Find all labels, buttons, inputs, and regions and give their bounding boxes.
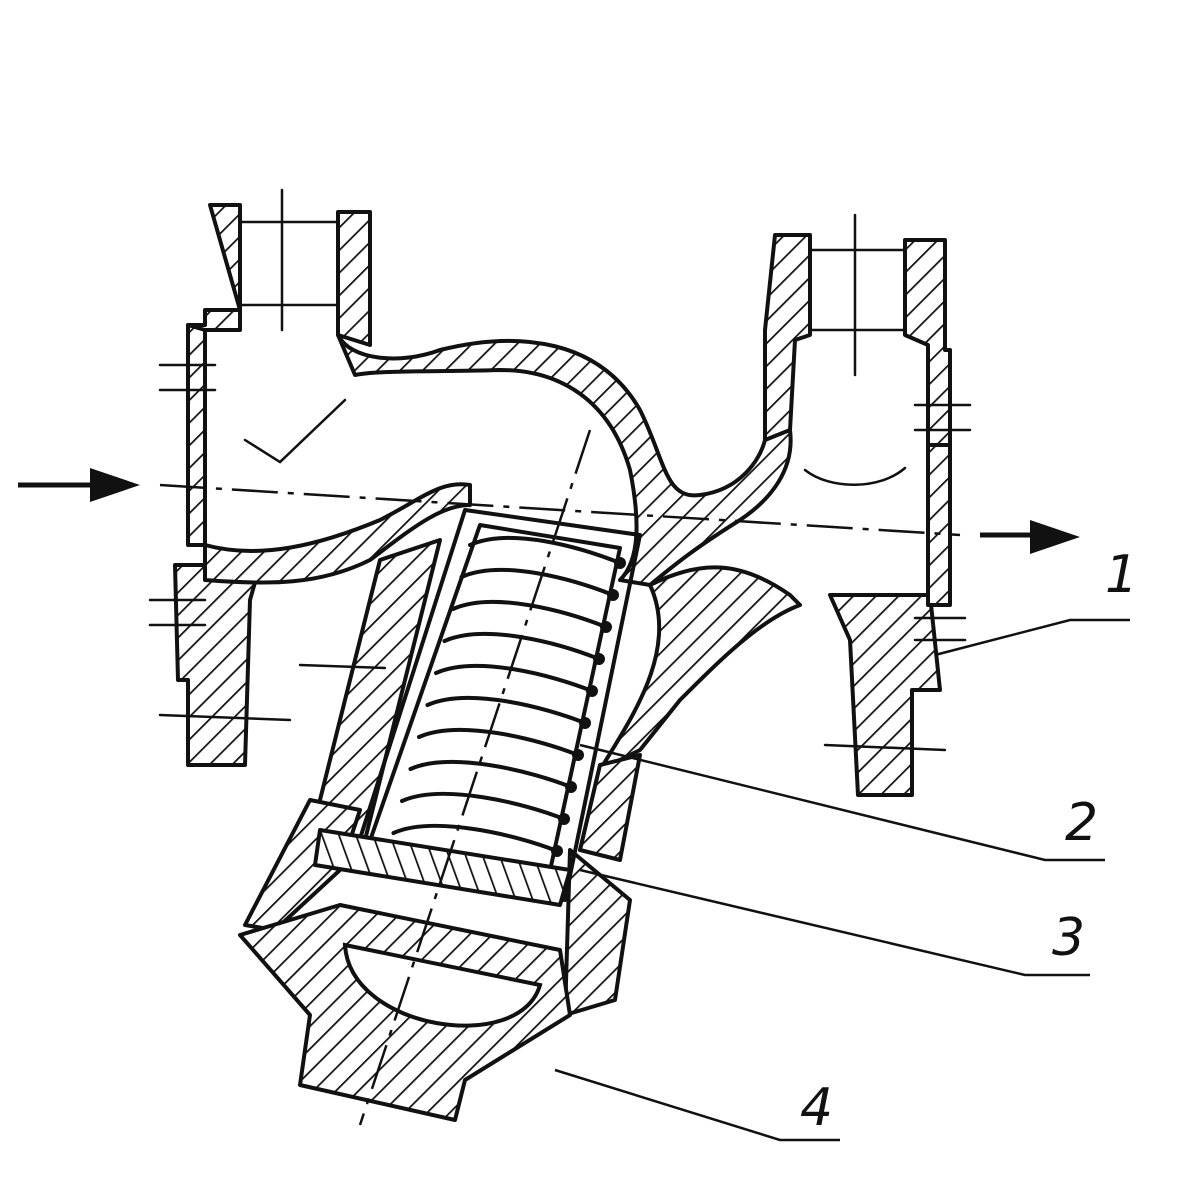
inlet-flange <box>173 188 372 767</box>
mesh-coil <box>425 695 587 725</box>
valve-body <box>203 333 802 772</box>
coil-dot <box>593 653 605 665</box>
drain-plug <box>238 903 572 1122</box>
callout-1: 1 <box>1105 545 1138 605</box>
mesh-coil <box>451 599 608 629</box>
leader-lines <box>554 618 1130 1142</box>
coil-dot <box>600 621 612 633</box>
inlet-flow-arrow <box>18 468 140 502</box>
mesh-coil <box>400 791 566 821</box>
coil-dot <box>614 557 626 569</box>
gasket-ring <box>313 828 572 907</box>
callout-2: 2 <box>1065 793 1098 853</box>
coil-dot <box>551 845 563 857</box>
callout-3: 3 <box>1052 908 1085 968</box>
coil-dot <box>586 685 598 697</box>
mesh-coil <box>391 823 559 853</box>
mesh-coil <box>434 663 594 693</box>
coil-dot <box>579 717 591 729</box>
coil-dot <box>607 589 619 601</box>
coil-dot <box>558 813 570 825</box>
bolt-marks <box>148 363 972 752</box>
mesh-coil <box>408 759 573 789</box>
mesh-coils <box>383 535 626 889</box>
centre-lines <box>159 429 961 1126</box>
outlet-flow-arrow <box>980 520 1080 554</box>
outlet-flange <box>763 213 952 797</box>
mesh-coil <box>417 727 580 757</box>
mesh-coil <box>459 567 615 597</box>
coil-dot <box>572 749 584 761</box>
mesh-coil <box>468 535 622 565</box>
callout-4: 4 <box>800 1078 833 1138</box>
coil-dot <box>565 781 577 793</box>
